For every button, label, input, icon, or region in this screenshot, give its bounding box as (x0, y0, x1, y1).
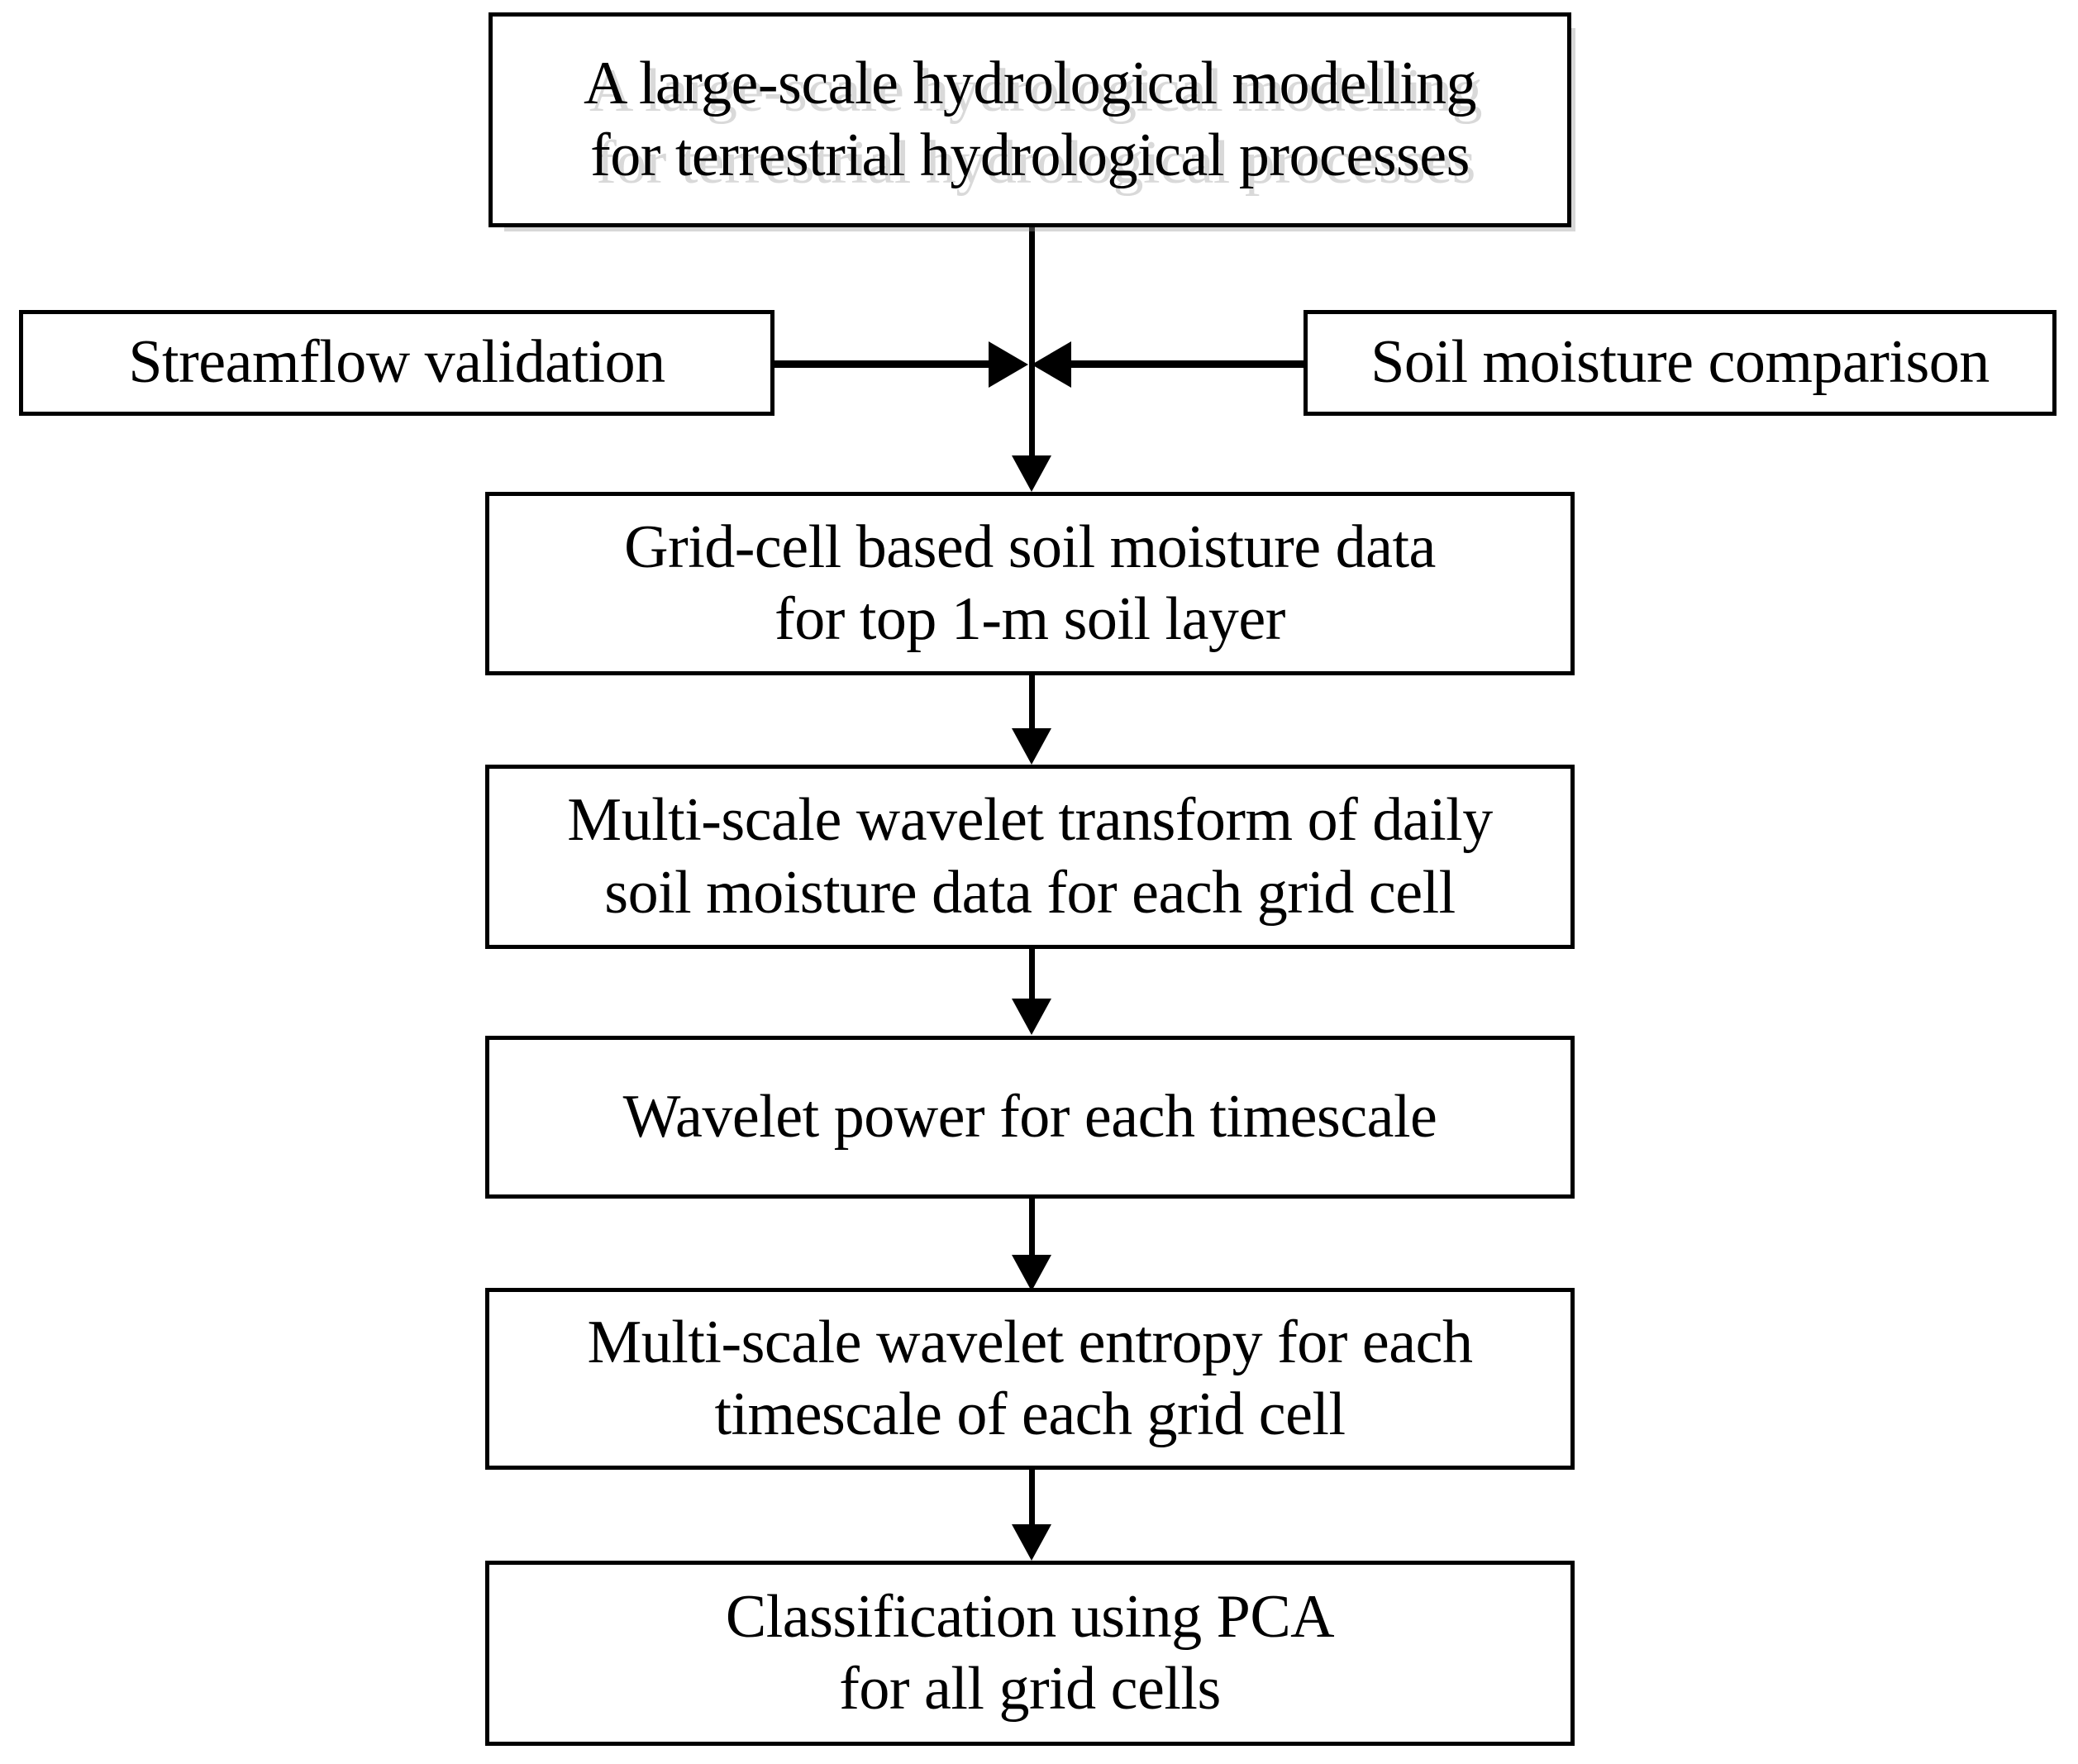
connector-junction-to-grid-cell (1029, 361, 1035, 457)
connector-soil-moisture-to-junction (1070, 360, 1304, 368)
arrowhead-into-wavelet-entropy (1012, 1255, 1051, 1291)
node-streamflow-validation[interactable]: Streamflow validation (19, 310, 774, 416)
connector-grid-cell-to-wavelet-transform (1029, 675, 1035, 730)
arrowhead-into-grid-cell (1012, 455, 1051, 492)
node-wavelet-entropy-line-1: Multi-scale wavelet entropy for each (587, 1308, 1473, 1376)
connector-title-to-junction (1029, 227, 1035, 368)
connector-wavelet-power-to-entropy (1029, 1199, 1035, 1258)
node-hydrological-model-line-2: for terrestrial hydrological processes (590, 122, 1470, 189)
arrowhead-into-classification (1012, 1524, 1051, 1561)
node-grid-cell-soil-moisture-line-1: Grid-cell based soil moisture data (624, 513, 1436, 581)
node-classification-pca-line-2: for all grid cells (839, 1655, 1221, 1723)
node-classification-pca-line-1: Classification using PCA (725, 1582, 1335, 1651)
node-wavelet-transform-line-1: Multi-scale wavelet transform of daily (567, 786, 1493, 855)
node-wavelet-entropy-line-2: timescale of each grid cell (714, 1380, 1346, 1448)
node-streamflow-validation-label: Streamflow validation (128, 328, 665, 397)
node-wavelet-power[interactable]: Wavelet power for each timescale (485, 1036, 1575, 1199)
connector-wavelet-transform-to-power (1029, 949, 1035, 1000)
node-soil-moisture-comparison-label: Soil moisture comparison (1370, 328, 1990, 397)
arrowhead-streamflow-to-junction (989, 341, 1028, 388)
arrowhead-into-wavelet-power (1012, 999, 1051, 1035)
arrowhead-soil-moisture-to-junction (1032, 341, 1071, 388)
node-wavelet-entropy[interactable]: Multi-scale wavelet entropy for each tim… (485, 1288, 1575, 1470)
node-grid-cell-soil-moisture[interactable]: Grid-cell based soil moisture data for t… (485, 492, 1575, 675)
connector-entropy-to-classification (1029, 1470, 1035, 1526)
node-soil-moisture-comparison[interactable]: Soil moisture comparison (1304, 310, 2057, 416)
node-wavelet-power-label: Wavelet power for each timescale (622, 1082, 1437, 1151)
node-wavelet-transform[interactable]: Multi-scale wavelet transform of daily s… (485, 765, 1575, 949)
node-hydrological-model[interactable]: A large-scale hydrological modelling for… (489, 12, 1571, 227)
arrowhead-into-wavelet-transform (1012, 728, 1051, 765)
connector-streamflow-to-junction (774, 360, 994, 368)
node-classification-pca[interactable]: Classification using PCA for all grid ce… (485, 1561, 1575, 1746)
node-hydrological-model-line-1: A large-scale hydrological modelling (583, 49, 1477, 117)
node-wavelet-transform-line-2: soil moisture data for each grid cell (604, 858, 1456, 927)
node-grid-cell-soil-moisture-line-2: for top 1-m soil layer (774, 585, 1285, 653)
